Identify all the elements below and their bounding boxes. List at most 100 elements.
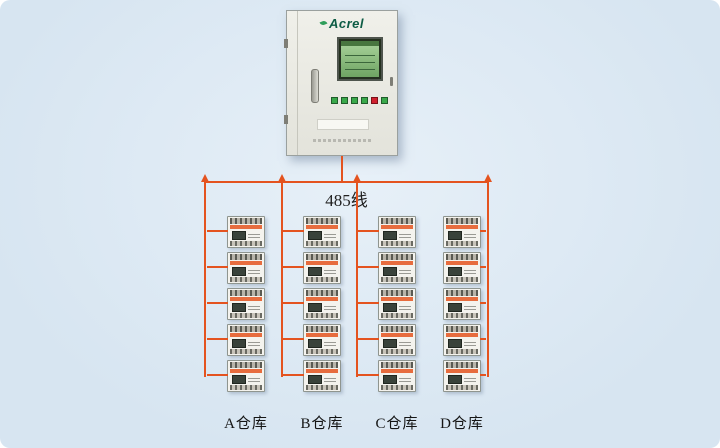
bottom-terminal-strip (381, 349, 413, 354)
meter-markings (464, 376, 476, 382)
display-screen-content (341, 41, 379, 77)
accent-band (446, 225, 478, 229)
top-terminal-strip (230, 326, 262, 332)
top-terminal-strip (230, 218, 262, 224)
din-rail-meter-module (443, 216, 486, 248)
meter-lcd (308, 339, 322, 348)
top-terminal-strip (306, 218, 338, 224)
meter-markings (324, 268, 336, 274)
meter-face (447, 266, 477, 276)
cabinet-display (337, 37, 383, 81)
top-terminal-strip (381, 218, 413, 224)
green-button (331, 97, 338, 104)
meter-markings (399, 304, 411, 310)
bottom-terminal-strip (306, 349, 338, 354)
meter-lcd (232, 231, 246, 240)
bottom-terminal-strip (381, 277, 413, 282)
top-terminal-strip (446, 218, 478, 224)
accent-band (230, 225, 262, 229)
bottom-terminal-strip (230, 241, 262, 246)
din-rail-meter-module (443, 324, 486, 356)
meter-lcd (232, 339, 246, 348)
din-rail-meter-module (443, 288, 486, 320)
din-rail-meter-module (207, 252, 265, 284)
meter-face (382, 374, 412, 384)
meter-markings (248, 376, 260, 382)
bottom-terminal-strip (306, 385, 338, 390)
branch-line-b (281, 182, 283, 377)
meter-lcd (448, 339, 462, 348)
meter-lcd (448, 303, 462, 312)
meter-lcd (448, 231, 462, 240)
accent-band (230, 333, 262, 337)
device-column-warehouse-b (282, 216, 341, 392)
accent-band (230, 297, 262, 301)
brand-text: Acrel (328, 16, 365, 31)
meter-lcd (383, 375, 397, 384)
meter-face (231, 266, 261, 276)
meter-face (231, 374, 261, 384)
din-rail-meter-module (282, 288, 341, 320)
warehouse-label-b: B仓库 (300, 416, 344, 432)
din-rail-meter-module (282, 216, 341, 248)
meter-face (231, 338, 261, 348)
cabinet-nameplate (317, 119, 369, 130)
meter-lcd (383, 267, 397, 276)
meter-markings (324, 376, 336, 382)
meter-markings (399, 340, 411, 346)
branch-line-d (487, 182, 489, 377)
meter-markings (248, 304, 260, 310)
meter-markings (399, 376, 411, 382)
din-rail-meter-module (207, 360, 265, 392)
warehouse-label-a: A仓库 (224, 416, 268, 432)
top-terminal-strip (306, 254, 338, 260)
meter-lcd (232, 375, 246, 384)
top-terminal-strip (230, 254, 262, 260)
meter-face (447, 230, 477, 240)
meter-face (307, 338, 337, 348)
meter-face (231, 230, 261, 240)
accent-band (446, 369, 478, 373)
top-terminal-strip (230, 362, 262, 368)
meter-face (382, 266, 412, 276)
din-rail-meter-module (282, 360, 341, 392)
bottom-terminal-strip (446, 277, 478, 282)
monitoring-cabinet: Acrel (284, 10, 398, 156)
meter-face (382, 302, 412, 312)
din-rail-meter-module (282, 252, 341, 284)
control-button-row (331, 97, 388, 104)
din-rail-meter-module (207, 324, 265, 356)
top-terminal-strip (306, 326, 338, 332)
meter-face (231, 302, 261, 312)
top-terminal-strip (306, 362, 338, 368)
meter-markings (248, 232, 260, 238)
top-terminal-strip (381, 326, 413, 332)
meter-lcd (308, 375, 322, 384)
bottom-terminal-strip (306, 313, 338, 318)
meter-markings (464, 268, 476, 274)
bottom-terminal-strip (230, 385, 262, 390)
meter-markings (324, 340, 336, 346)
din-rail-meter-module (357, 252, 416, 284)
meter-markings (464, 232, 476, 238)
warehouse-label-d: D仓库 (440, 416, 484, 432)
bottom-terminal-strip (306, 241, 338, 246)
top-terminal-strip (381, 362, 413, 368)
red-button (371, 97, 378, 104)
device-column-warehouse-c (357, 216, 416, 392)
rs485-bus-line (204, 181, 489, 183)
accent-band (306, 261, 338, 265)
din-rail-meter-module (443, 360, 486, 392)
door-handle (311, 69, 319, 103)
meter-lcd (232, 267, 246, 276)
din-rail-meter-module (207, 216, 265, 248)
green-button (381, 97, 388, 104)
top-terminal-strip (230, 290, 262, 296)
top-terminal-strip (306, 290, 338, 296)
meter-lcd (448, 267, 462, 276)
green-button (341, 97, 348, 104)
bottom-terminal-strip (230, 349, 262, 354)
bottom-terminal-strip (230, 277, 262, 282)
bottom-terminal-strip (446, 385, 478, 390)
device-column-warehouse-a (207, 216, 265, 392)
